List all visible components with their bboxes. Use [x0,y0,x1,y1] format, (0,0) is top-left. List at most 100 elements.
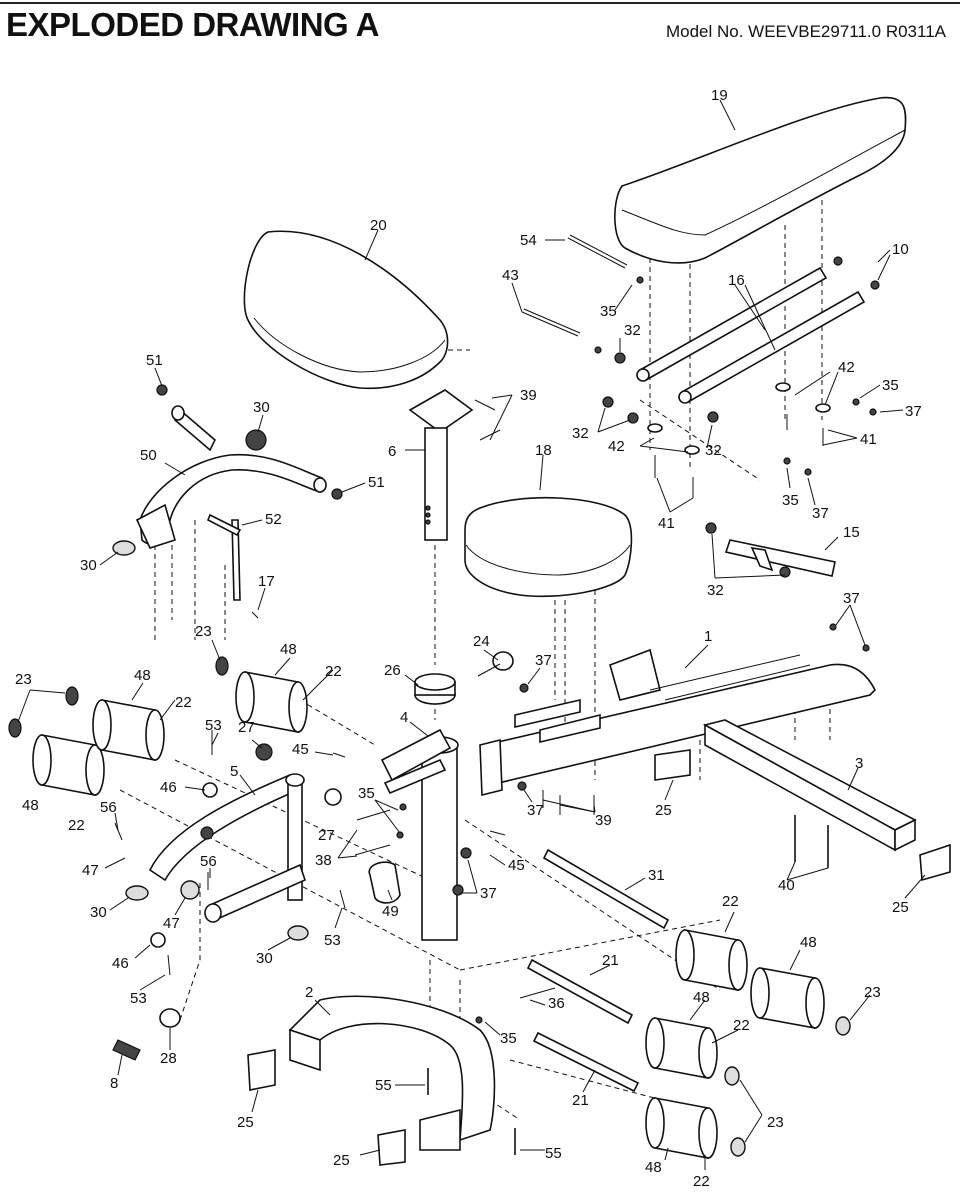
callout-48c: 48 [22,797,39,814]
callout-55a: 55 [375,1077,392,1094]
part-18-seat-cushion [464,496,633,598]
callout-52: 52 [265,511,282,528]
callout-23d: 23 [767,1114,784,1131]
callout-51a: 51 [146,352,163,369]
part-15-bracket [724,539,836,577]
part-6-seat-post [408,389,474,541]
part-50-arm-frame [135,405,327,549]
callout-3: 3 [855,755,863,772]
callout-5: 5 [230,763,238,780]
callout-10: 10 [892,241,909,258]
callout-25b: 25 [892,899,909,916]
callout-6: 6 [388,443,396,460]
callout-47a: 47 [82,862,99,879]
callout-21b: 21 [572,1092,589,1109]
callout-35d: 35 [358,785,375,802]
callout-31: 31 [648,867,665,884]
callout-38: 38 [315,852,332,869]
callout-35a: 35 [600,303,617,320]
part-3-rear-stabilizer [702,719,917,852]
page-title: EXPLODED DRAWING A [6,6,379,43]
callout-22a: 22 [325,663,342,680]
callout-37d: 37 [535,652,552,669]
callout-56a: 56 [100,799,117,816]
part-2-front-base [288,995,496,1151]
callout-47b: 47 [163,915,180,932]
callout-43: 43 [502,267,519,284]
callout-48e: 48 [693,989,710,1006]
callout-23a: 23 [195,623,212,640]
callout-30c: 30 [90,904,107,921]
callout-24: 24 [473,633,490,650]
callout-32d: 32 [707,582,724,599]
callout-30b: 30 [80,557,97,574]
callout-46a: 46 [160,779,177,796]
callout-50: 50 [140,447,157,464]
callout-53c: 53 [130,990,147,1007]
callout-25a: 25 [655,802,672,819]
callout-25d: 25 [333,1152,350,1169]
callout-19: 19 [711,87,728,104]
callout-54: 54 [520,232,537,249]
part-19-back-pad [614,96,907,264]
model-number: Model No. WEEVBE29711.0 R0311A [665,22,946,41]
callout-39a: 39 [520,387,537,404]
callout-42a: 42 [838,359,855,376]
callout-51b: 51 [368,474,385,491]
callout-32a: 32 [624,322,641,339]
callout-28: 28 [160,1050,177,1067]
callout-32b: 32 [572,425,589,442]
callout-18: 18 [535,442,552,459]
bolts [114,399,829,1155]
callout-22c: 22 [68,817,85,834]
callout-37c: 37 [843,590,860,607]
callout-30a: 30 [253,399,270,416]
part-20-seat-pad [243,230,449,390]
callout-27b: 27 [318,827,335,844]
callout-46b: 46 [112,955,129,972]
callout-45a: 45 [292,741,309,758]
part-5-leg-lever [148,773,306,923]
small-hardware [8,256,951,1166]
callout-48d: 48 [800,934,817,951]
leader-lines [17,99,926,1170]
callout-41a: 41 [860,431,877,448]
part-16-rails [636,266,866,404]
callout-22b: 22 [175,694,192,711]
callout-32c: 32 [705,442,722,459]
part-26-bushing [414,673,456,705]
callout-40: 40 [778,877,795,894]
callout-30d: 30 [256,950,273,967]
callout-41b: 41 [658,515,675,532]
callout-48b: 48 [134,667,151,684]
callout-37b: 37 [812,505,829,522]
part-4-upright [380,728,459,941]
callout-37e: 37 [527,802,544,819]
callout-8: 8 [110,1075,118,1092]
callout-21a: 21 [602,952,619,969]
callout-2: 2 [305,984,313,1001]
callout-16: 16 [728,272,745,289]
callout-45b: 45 [508,857,525,874]
callout-26: 26 [384,662,401,679]
callout-35b: 35 [882,377,899,394]
callout-37a: 37 [905,403,922,420]
callout-1: 1 [704,628,712,645]
callout-22e: 22 [733,1017,750,1034]
callout-55b: 55 [545,1145,562,1162]
rollers [32,671,825,1159]
callout-53a: 53 [205,717,222,734]
callout-20: 20 [370,217,387,234]
callout-37f: 37 [480,885,497,902]
callout-15: 15 [843,524,860,541]
part-52-pin [206,513,242,601]
callout-49: 49 [382,903,399,920]
callout-23b: 23 [15,671,32,688]
callout-35c: 35 [782,492,799,509]
callout-36: 36 [548,995,565,1012]
callout-56b: 56 [200,853,217,870]
callout-27a: 27 [238,719,255,736]
callout-35e: 35 [500,1030,517,1047]
callout-numbers: 19 20 54 10 43 16 35 32 51 42 35 39 30 3… [15,87,922,1190]
